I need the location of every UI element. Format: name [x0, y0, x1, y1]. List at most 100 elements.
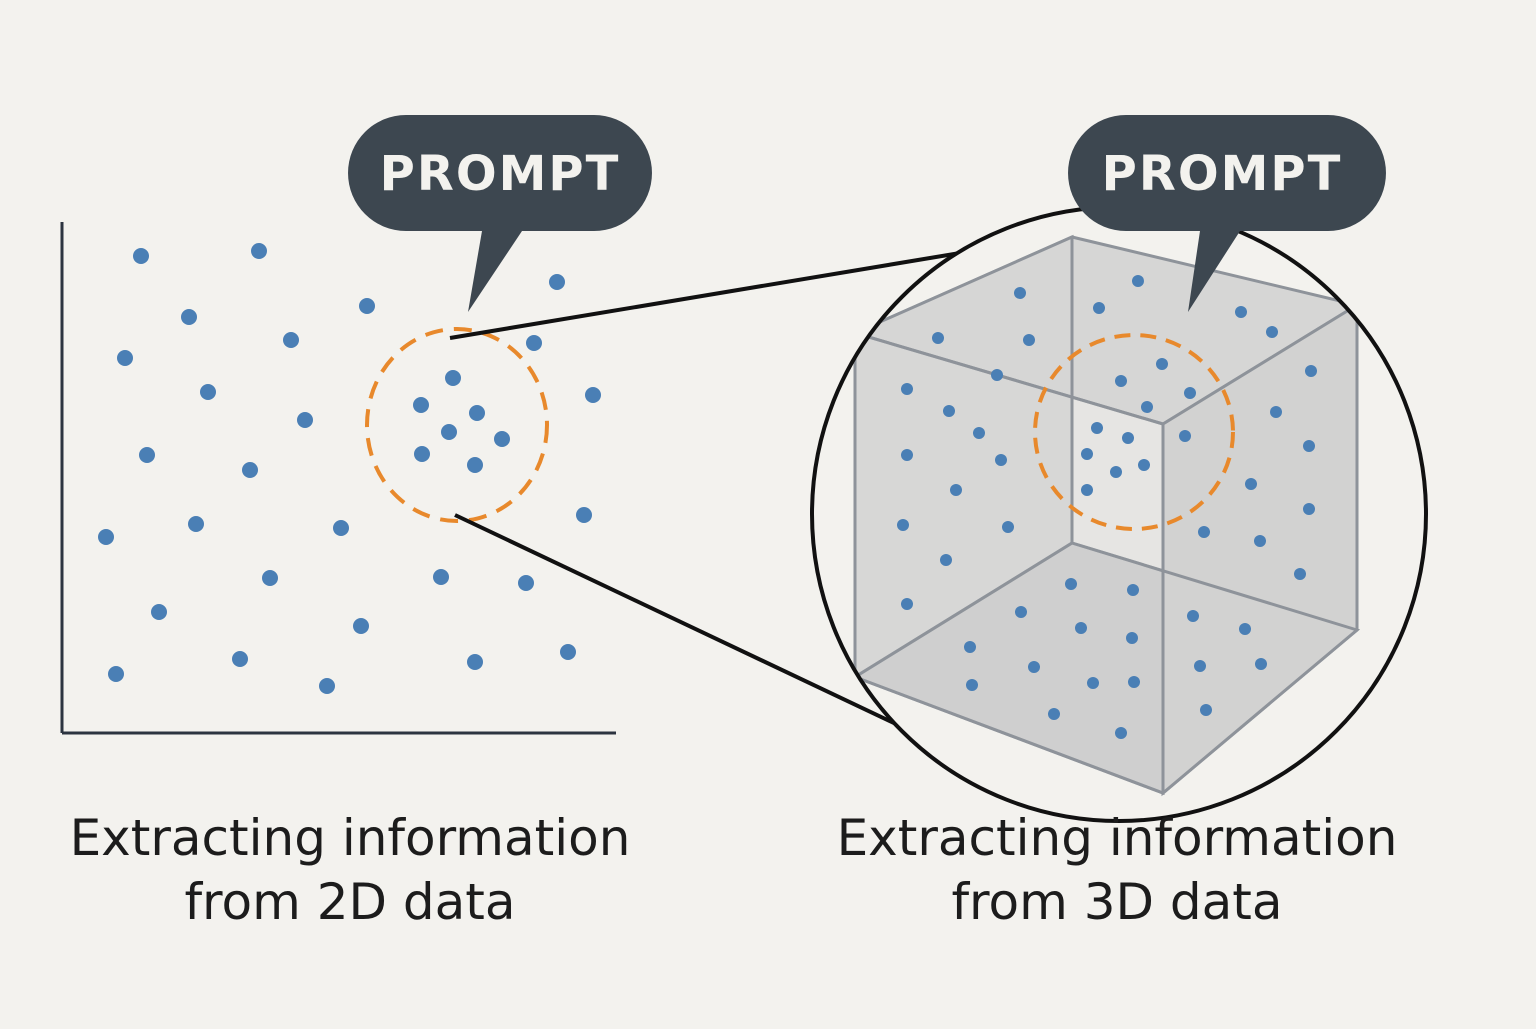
- scatter-2d-point: [494, 431, 510, 447]
- scatter-2d-point: [518, 575, 534, 591]
- scatter-2d-point: [576, 507, 592, 523]
- scatter-2d-point: [297, 412, 313, 428]
- scatter-3d-point: [1303, 440, 1315, 452]
- scatter-2d-point: [188, 516, 204, 532]
- scatter-3d-point: [1179, 430, 1191, 442]
- bubble-shape-right: [1068, 115, 1386, 312]
- caption-3d-line2: from 3D data: [951, 873, 1283, 931]
- scatter-3d-point: [1138, 459, 1150, 471]
- prompt-bubble-left: PROMPT: [348, 115, 652, 312]
- scatter-3d-point: [897, 519, 909, 531]
- scatter-3d-point: [950, 484, 962, 496]
- scatter-3d-point: [1023, 334, 1035, 346]
- scatter-3d-point: [991, 369, 1003, 381]
- scatter-3d-point: [1156, 358, 1168, 370]
- scatter-3d-point: [1132, 275, 1144, 287]
- scatter-2d-point: [445, 370, 461, 386]
- scatter-2d-point: [319, 678, 335, 694]
- bubble-label-left: PROMPT: [380, 146, 621, 202]
- scatter-3d-point: [1014, 287, 1026, 299]
- scatter-2d-points: [98, 243, 601, 694]
- scatter-2d-point: [108, 666, 124, 682]
- bubble-label-right: PROMPT: [1102, 146, 1343, 202]
- scatter-2d-point: [139, 447, 155, 463]
- scatter-3d-point: [1115, 727, 1127, 739]
- scatter-3d-point: [964, 641, 976, 653]
- scatter-2d-point: [526, 335, 542, 351]
- scatter-3d-point: [1081, 448, 1093, 460]
- scatter-2d-point: [232, 651, 248, 667]
- scatter-3d-point: [1128, 676, 1140, 688]
- scatter-3d-point: [1239, 623, 1251, 635]
- scatter-2d-point: [98, 529, 114, 545]
- scatter-3d-point: [1091, 422, 1103, 434]
- scatter-2d-point: [133, 248, 149, 264]
- scatter-3d-point: [1255, 658, 1267, 670]
- scatter-3d-point: [1194, 660, 1206, 672]
- scatter-3d-point: [1028, 661, 1040, 673]
- scatter-3d-point: [943, 405, 955, 417]
- scatter-3d-point: [1303, 503, 1315, 515]
- scatter-3d-point: [1087, 677, 1099, 689]
- scatter-2d-point: [117, 350, 133, 366]
- scatter-2d-point: [359, 298, 375, 314]
- zoom-lens: [810, 205, 1428, 823]
- scatter-3d-point: [1235, 306, 1247, 318]
- scatter-2d-point: [560, 644, 576, 660]
- scatter-3d-point: [1081, 484, 1093, 496]
- scatter-2d-point: [585, 387, 601, 403]
- scatter-2d-panel: [60, 222, 616, 735]
- scatter-3d-point: [1200, 704, 1212, 716]
- scatter-2d-point: [333, 520, 349, 536]
- scatter-3d-point: [1122, 432, 1134, 444]
- scatter-3d-point: [1245, 478, 1257, 490]
- scatter-3d-point: [995, 454, 1007, 466]
- scatter-3d-point: [1127, 584, 1139, 596]
- scatter-2d-point: [469, 405, 485, 421]
- cube-front-face: [853, 330, 1165, 796]
- scatter-3d-point: [1015, 606, 1027, 618]
- scatter-3d-point: [1075, 622, 1087, 634]
- scatter-3d-point: [1115, 375, 1127, 387]
- scatter-3d-point: [973, 427, 985, 439]
- scatter-3d-point: [1141, 401, 1153, 413]
- scatter-3d-point: [1048, 708, 1060, 720]
- scatter-3d-point: [1187, 610, 1199, 622]
- scatter-2d-point: [200, 384, 216, 400]
- scatter-2d-point: [433, 569, 449, 585]
- scatter-2d-point: [467, 654, 483, 670]
- caption-3d: Extracting information from 3D data: [797, 806, 1437, 934]
- caption-3d-line1: Extracting information: [836, 809, 1398, 867]
- scatter-3d-point: [1270, 406, 1282, 418]
- highlight-region-2d: [365, 327, 549, 523]
- scatter-2d-point: [549, 274, 565, 290]
- scatter-3d-point: [1065, 578, 1077, 590]
- scatter-3d-point: [1266, 326, 1278, 338]
- scatter-3d-point: [1093, 302, 1105, 314]
- prompt-bubble-right: PROMPT: [1068, 115, 1386, 312]
- scatter-3d-point: [1305, 365, 1317, 377]
- zoom-line-bottom: [454, 513, 956, 754]
- scatter-2d-point: [262, 570, 278, 586]
- caption-2d-line2: from 2D data: [184, 873, 516, 931]
- scatter-3d-point: [1198, 526, 1210, 538]
- scatter-2d-point: [353, 618, 369, 634]
- scatter-3d-point: [1254, 535, 1266, 547]
- caption-2d-line1: Extracting information: [69, 809, 631, 867]
- scatter-2d-point: [413, 397, 429, 413]
- scatter-3d-point: [1184, 387, 1196, 399]
- scatter-2d-point: [251, 243, 267, 259]
- scatter-2d-point: [441, 424, 457, 440]
- scatter-2d-point: [242, 462, 258, 478]
- scatter-2d-point: [181, 309, 197, 325]
- scatter-3d-point: [1002, 521, 1014, 533]
- scatter-2d-point: [467, 457, 483, 473]
- cube-3d: [850, 234, 1361, 797]
- scatter-3d-point: [1294, 568, 1306, 580]
- scatter-2d-point: [414, 446, 430, 462]
- scatter-2d-point: [283, 332, 299, 348]
- scatter-3d-point: [1110, 466, 1122, 478]
- scatter-3d-point: [901, 383, 913, 395]
